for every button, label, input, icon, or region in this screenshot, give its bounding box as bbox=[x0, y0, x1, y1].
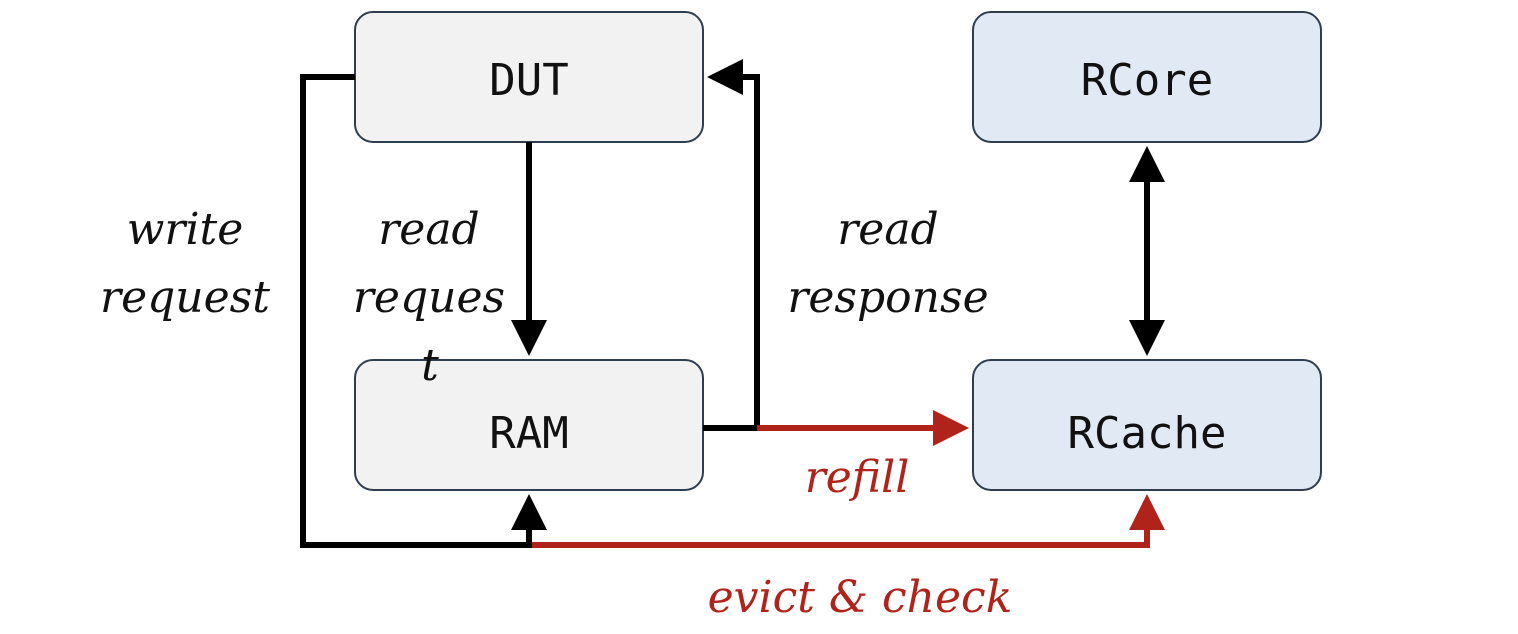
read-response-arrow bbox=[703, 59, 760, 431]
read-request-line-2: reques bbox=[353, 272, 505, 323]
read-request-line-3: t bbox=[421, 340, 439, 391]
rcore-box bbox=[972, 11, 1322, 143]
dut-label: DUT bbox=[489, 55, 568, 106]
refill-label: refill bbox=[805, 452, 910, 503]
rcore-label: RCore bbox=[1081, 55, 1213, 106]
write-request-arrow bbox=[300, 74, 547, 548]
write-request-line-2: request bbox=[100, 272, 270, 323]
evict-check-label: evict & check bbox=[708, 572, 1013, 623]
read-request-line-1: read bbox=[378, 204, 479, 255]
ram-label: RAM bbox=[489, 408, 568, 459]
node-dut: DUT bbox=[354, 11, 704, 143]
node-rcore: RCore bbox=[972, 11, 1322, 143]
read-response-line-1: read bbox=[837, 204, 938, 255]
rcache-box bbox=[972, 359, 1322, 491]
node-rcache: RCache bbox=[972, 359, 1322, 491]
read-response-line-2: response bbox=[787, 272, 988, 323]
read-request-label: read reques t bbox=[353, 204, 505, 391]
node-ram: RAM bbox=[354, 359, 704, 491]
write-request-line-1: write bbox=[127, 204, 244, 255]
write-request-label: write request bbox=[100, 204, 270, 323]
read-response-label: read response bbox=[787, 204, 988, 323]
rcache-label: RCache bbox=[1068, 408, 1227, 459]
evict-check-arrow bbox=[532, 494, 1165, 548]
